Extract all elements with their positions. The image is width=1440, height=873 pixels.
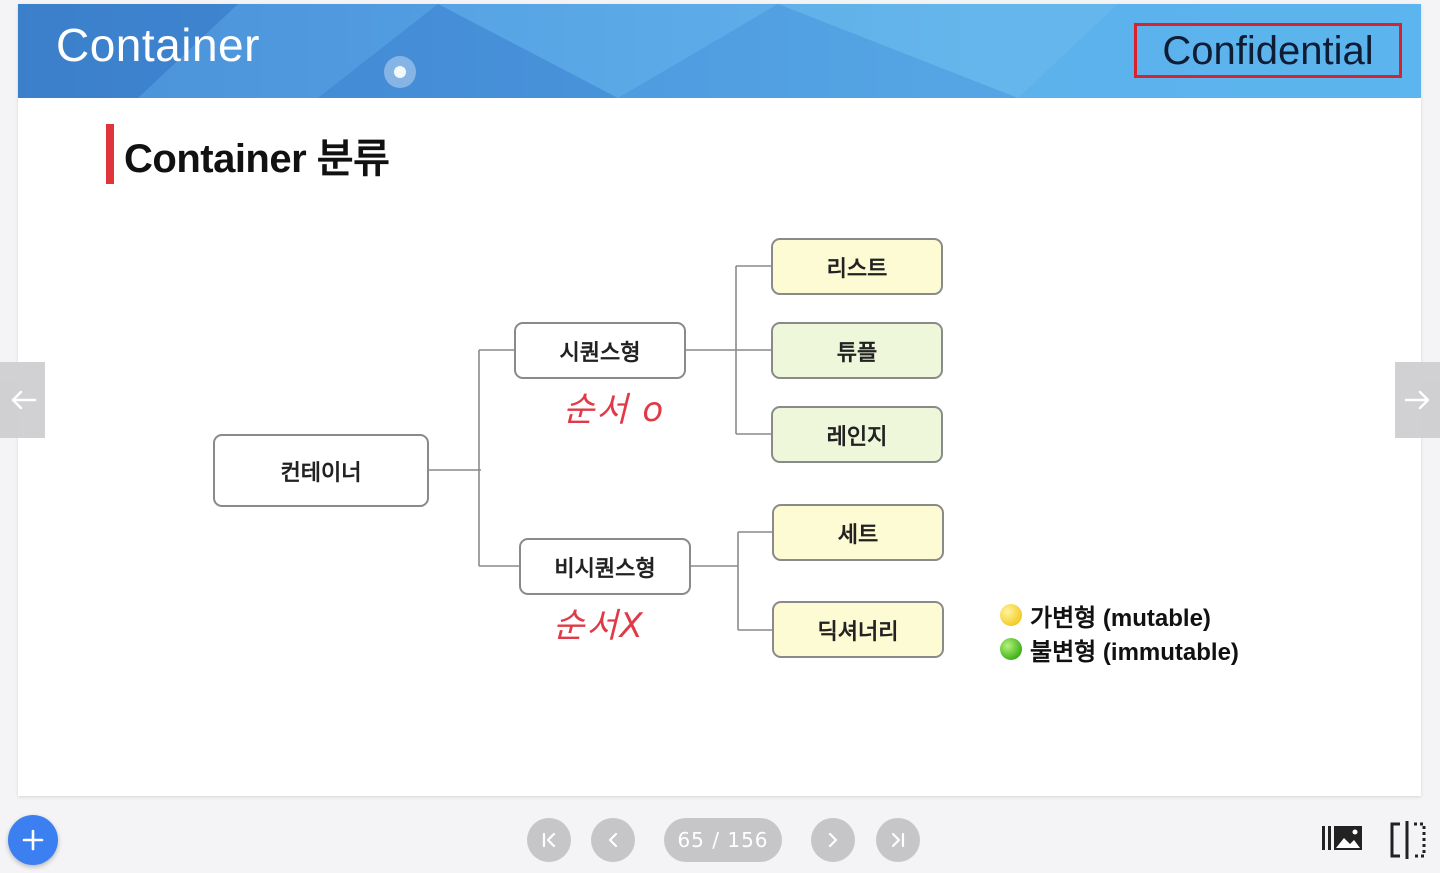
slide-canvas: Container Confidential Container 분류 컨테이너…	[18, 4, 1421, 796]
last-page-icon	[891, 832, 905, 848]
node-non-sequence: 비시퀀스형	[519, 538, 691, 595]
node-dictionary: 딕셔너리	[772, 601, 944, 658]
legend: 가변형 (mutable) 불변형 (immutable)	[1000, 598, 1239, 666]
node-sequence: 시퀀스형	[514, 322, 686, 379]
title-banner: Container Confidential	[18, 4, 1421, 98]
banner-title: Container	[56, 19, 260, 71]
next-page-icon	[828, 832, 838, 848]
next-page-button[interactable]	[811, 818, 855, 862]
previous-slide-button[interactable]	[0, 362, 45, 438]
last-page-button[interactable]	[876, 818, 920, 862]
section-accent-bar	[106, 124, 114, 184]
gallery-view-button[interactable]	[1320, 820, 1364, 860]
first-page-icon	[542, 832, 556, 848]
next-slide-button[interactable]	[1395, 362, 1440, 438]
node-tuple: 튜플	[771, 322, 943, 379]
legend-immutable: 불변형 (immutable)	[1000, 632, 1239, 666]
legend-mutable-label: 가변형 (mutable)	[1030, 604, 1211, 632]
section-title: Container 분류	[124, 137, 390, 181]
confidential-label: Confidential	[1134, 23, 1402, 78]
split-view-icon	[1390, 821, 1426, 859]
green-circle-icon	[1000, 638, 1022, 660]
right-arrow-icon	[1404, 390, 1429, 410]
split-view-button[interactable]	[1388, 820, 1428, 864]
gallery-icon	[1322, 826, 1362, 850]
first-page-button[interactable]	[527, 818, 571, 862]
node-container: 컨테이너	[213, 434, 429, 507]
node-set: 세트	[772, 504, 944, 561]
plus-icon	[22, 829, 44, 851]
node-range: 레인지	[771, 406, 943, 463]
banner-pattern	[18, 4, 1421, 98]
yellow-circle-icon	[1000, 604, 1022, 626]
legend-mutable: 가변형 (mutable)	[1000, 598, 1239, 632]
page-indicator: 65 / 156	[664, 818, 782, 862]
note-unordered: 순서X	[553, 606, 645, 646]
node-list: 리스트	[771, 238, 943, 295]
left-arrow-icon	[11, 390, 36, 410]
legend-immutable-label: 불변형 (immutable)	[1030, 638, 1239, 666]
connector-lines	[428, 265, 773, 631]
note-ordered: 순서 o	[563, 390, 666, 430]
add-button[interactable]	[8, 815, 58, 865]
prev-page-button[interactable]	[591, 818, 635, 862]
prev-page-icon	[608, 832, 618, 848]
